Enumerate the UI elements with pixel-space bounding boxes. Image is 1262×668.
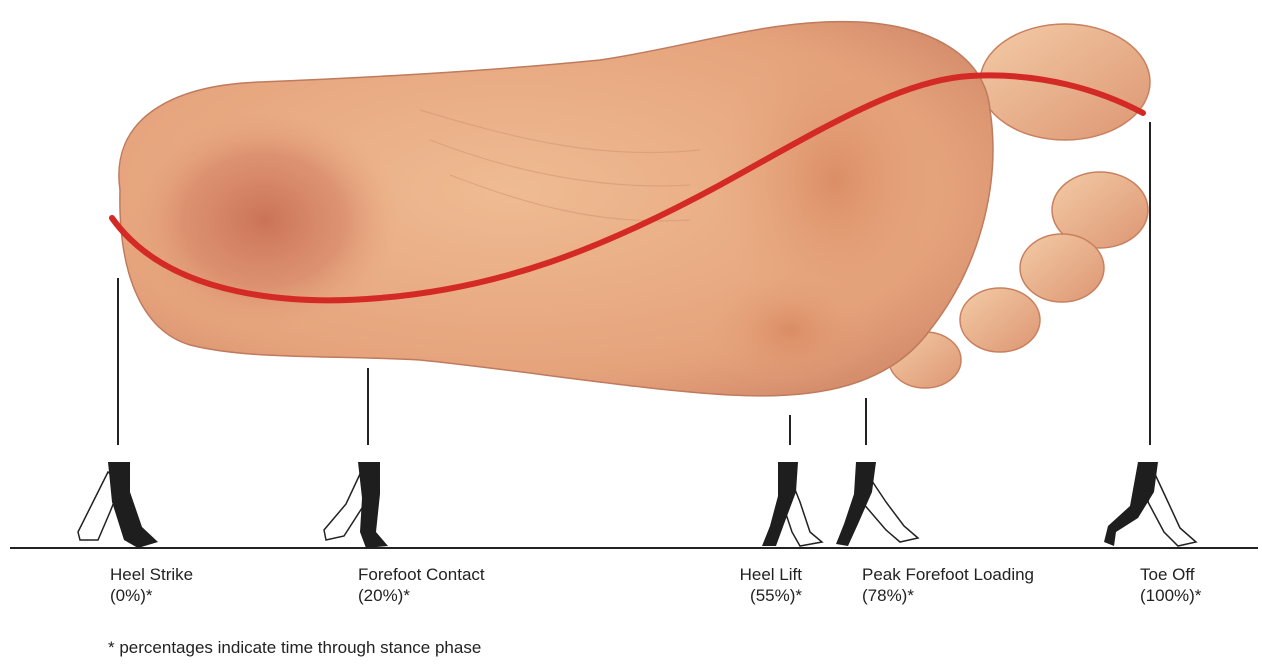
phase-name: Heel Strike	[110, 564, 193, 585]
leg-figure-heel-lift	[762, 462, 822, 546]
phase-percent: (78%)*	[862, 585, 1034, 606]
phase-percent: (55%)*	[716, 585, 802, 606]
phase-percent: (20%)*	[358, 585, 485, 606]
phase-label-forefoot-contact: Forefoot Contact (20%)*	[358, 564, 485, 606]
fourth-toe	[960, 288, 1040, 352]
phase-name: Heel Lift	[716, 564, 802, 585]
phase-label-peak-forefoot-loading: Peak Forefoot Loading (78%)*	[862, 564, 1034, 606]
leg-figure-forefoot-contact	[324, 462, 388, 548]
leg-figure-toe-off	[1104, 462, 1196, 546]
phase-name: Peak Forefoot Loading	[862, 564, 1034, 585]
phase-percent: (100%)*	[1140, 585, 1201, 606]
forefoot-pad	[705, 270, 875, 390]
leg-figure-peak-forefoot-loading	[836, 462, 918, 546]
footnote: * percentages indicate time through stan…	[108, 638, 481, 658]
phase-label-toe-off: Toe Off (100%)*	[1140, 564, 1201, 606]
leg-figure-heel-strike	[78, 462, 158, 548]
phase-label-heel-strike: Heel Strike (0%)*	[110, 564, 193, 606]
phase-percent: (0%)*	[110, 585, 193, 606]
third-toe	[1020, 234, 1104, 302]
phase-name: Forefoot Contact	[358, 564, 485, 585]
phase-name: Toe Off	[1140, 564, 1201, 585]
phase-label-heel-lift: Heel Lift (55%)*	[716, 564, 802, 606]
